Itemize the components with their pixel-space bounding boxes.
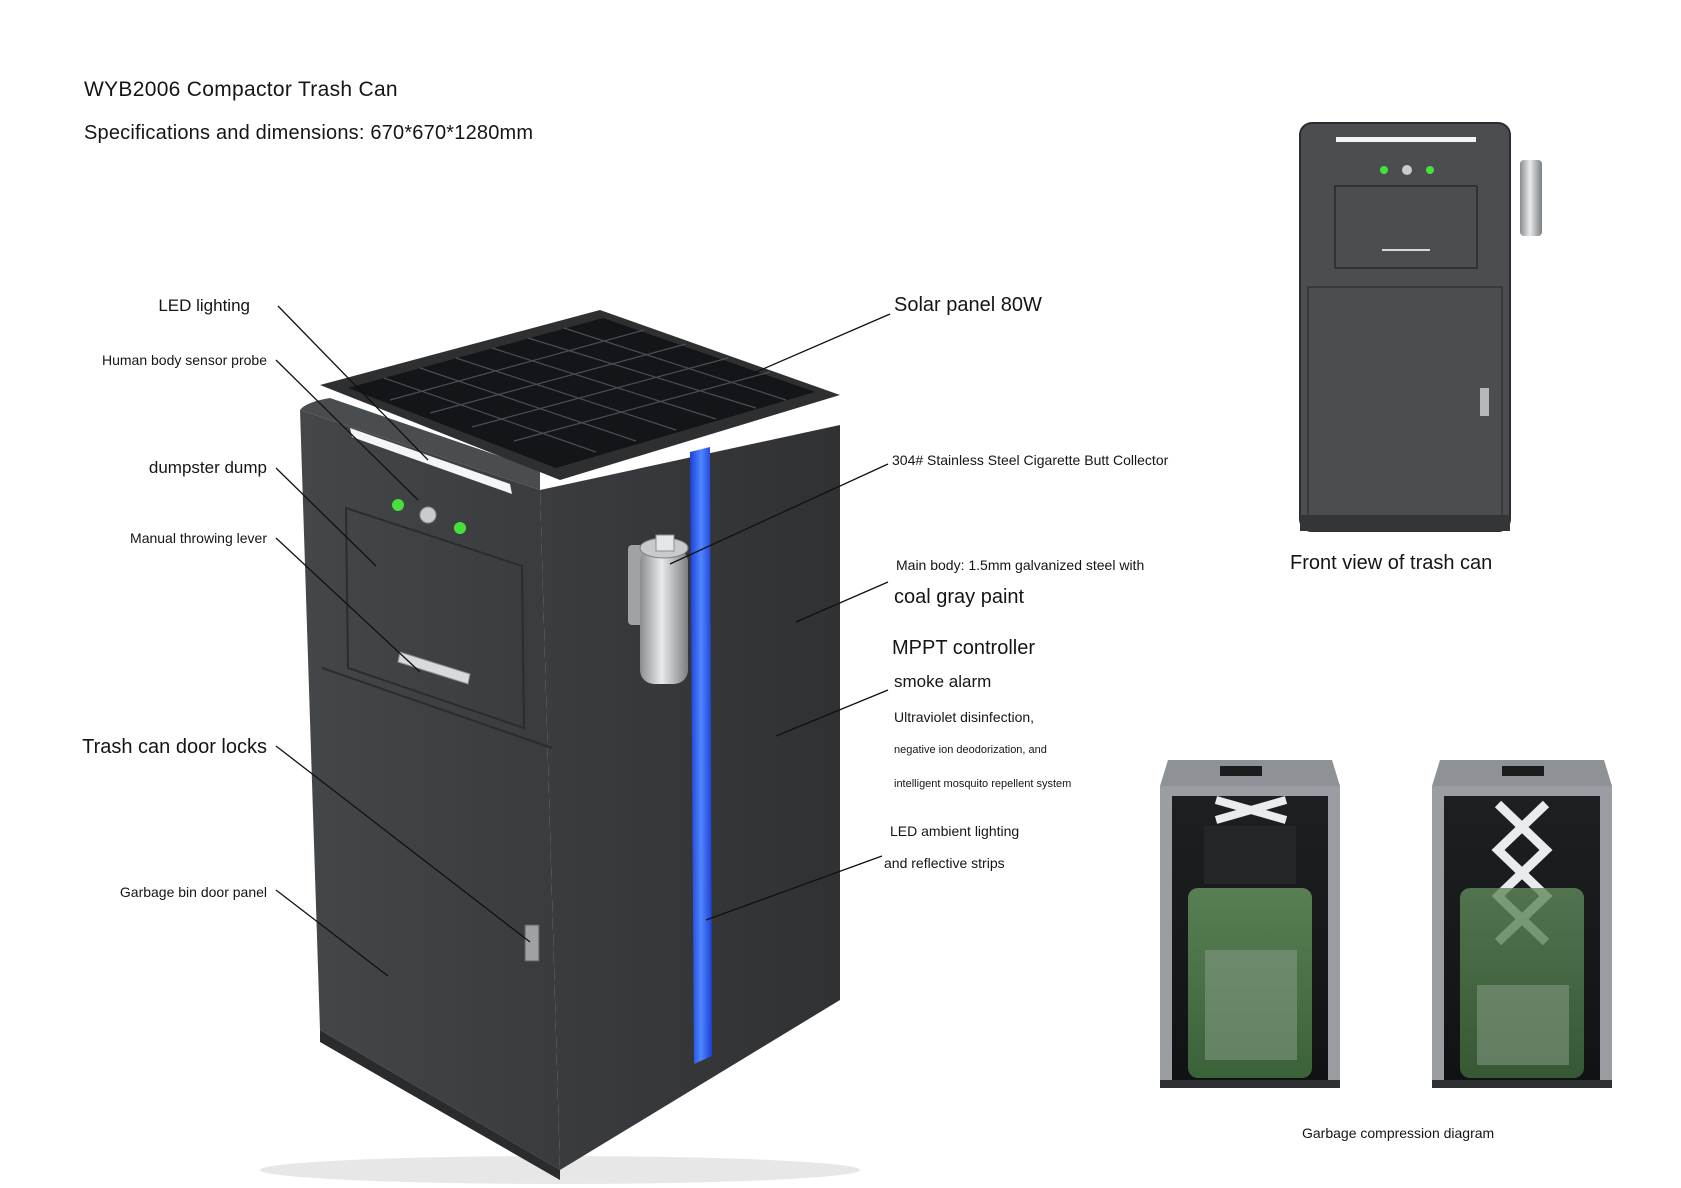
callout-door-locks: Trash can door locks: [82, 736, 267, 758]
callout-uv-line1: Ultraviolet disinfection,: [894, 709, 1035, 725]
body-sensor-icon: [419, 506, 437, 524]
door-lock-icon: [524, 924, 540, 962]
caption-compression: Garbage compression diagram: [1302, 1125, 1495, 1141]
dumpster-dump-door: [344, 506, 526, 730]
callout-smoke-alarm: smoke alarm: [894, 672, 992, 691]
callout-mppt: MPPT controller: [892, 637, 1036, 659]
callout-led-lighting: LED lighting: [158, 296, 250, 315]
compression-diagram-left: [1160, 760, 1340, 1088]
callout-dumpster-dump: dumpster dump: [148, 458, 267, 477]
callout-butt-collector: 304# Stainless Steel Cigarette Butt Coll…: [892, 452, 1169, 468]
callout-solar-panel: Solar panel 80W: [894, 294, 1042, 316]
callout-throwing-lever: Manual throwing lever: [130, 530, 267, 546]
front-view-trash-can: [1299, 122, 1542, 532]
throwing-lever-icon: [397, 651, 471, 685]
status-led-icon: [454, 522, 466, 534]
callout-ambient-line2: and reflective strips: [884, 855, 1005, 871]
callout-main-body-line2: coal gray paint: [894, 586, 1025, 608]
compression-diagram-right: [1432, 760, 1612, 1088]
main-trash-can: [260, 310, 860, 1184]
blue-ambient-strip: [690, 447, 712, 1064]
callout-ambient-line1: LED ambient lighting: [890, 823, 1020, 839]
callout-body-sensor: Human body sensor probe: [102, 352, 267, 368]
cigarette-butt-collector: [628, 534, 689, 684]
callout-uv-line3: intelligent mosquito repellent system: [894, 778, 1072, 790]
status-led-icon: [392, 499, 404, 511]
callout-door-panel: Garbage bin door panel: [119, 884, 267, 900]
callout-main-body-line1: Main body: 1.5mm galvanized steel with: [896, 557, 1145, 573]
caption-front-view: Front view of trash can: [1290, 552, 1493, 574]
led-strip-top: [350, 428, 512, 494]
page-title: WYB2006 Compactor Trash Can: [84, 78, 398, 101]
page-subtitle: Specifications and dimensions: 670*670*1…: [84, 122, 534, 144]
solar-panel: [348, 318, 815, 468]
callout-uv-line2: negative ion deodorization, and: [894, 744, 1047, 756]
leader-lines: [275, 305, 891, 977]
